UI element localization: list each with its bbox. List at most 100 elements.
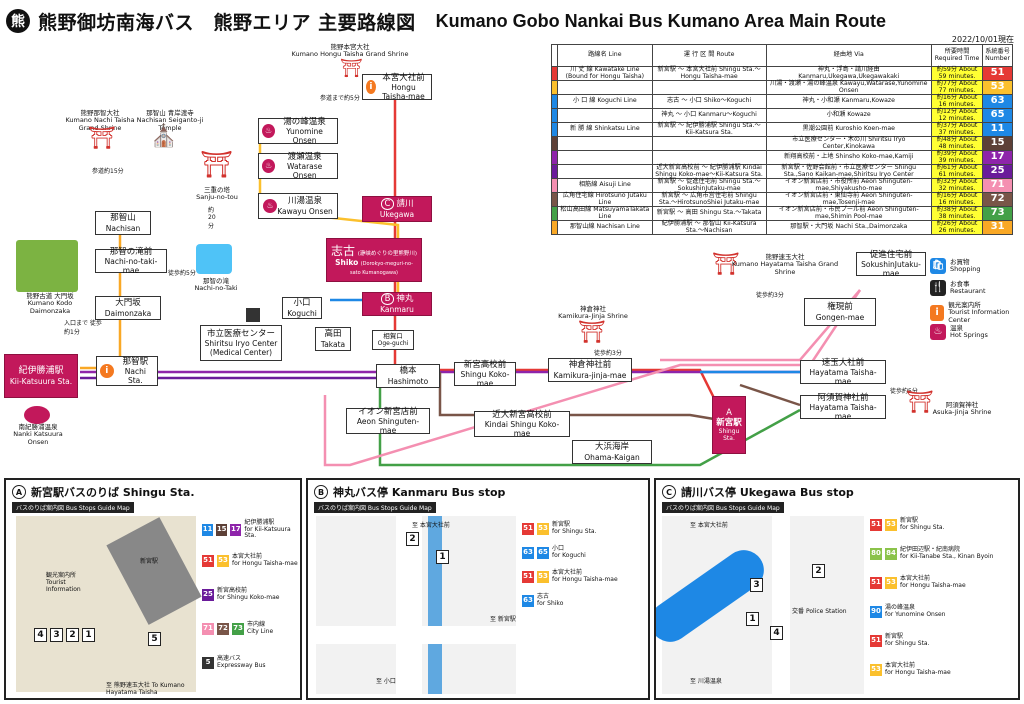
stop-shingu-sta[interactable]: A 新宮駅 Shingu Sta. (712, 396, 746, 454)
route-number-badge: 53 (537, 522, 549, 535)
hongu-walk-note: 参道まで約5分 (320, 95, 360, 102)
river (428, 516, 442, 694)
torii-icon: ⛩ (88, 126, 116, 151)
route-number-badge: 53 (870, 663, 882, 676)
route-number-badge: 53 (217, 554, 229, 567)
platform-1: 1 (82, 628, 95, 642)
info-icon: i (366, 80, 376, 94)
route-number-badge: 51 (870, 634, 882, 647)
platform-2: 2 (406, 532, 419, 546)
table-row: 川 丈 線 Kawatake Line (Bound for Hongu Tai… (551, 66, 1013, 81)
platform-2: 2 (66, 628, 79, 642)
pagoda-icon: ⛩ (200, 150, 234, 180)
panel-b-bottom-label: 至 小口 (376, 678, 396, 685)
stop-shiko[interactable]: 志古 (瀞峡めぐりの里熊野川) Shiko (Dorokyo-meguri-no… (326, 238, 422, 282)
police-label: 交番 Police Station (792, 608, 847, 615)
panel-c-top-label: 至 本宮大社前 (690, 522, 728, 529)
kamikura-walk-note: 徒歩約3分 (594, 350, 622, 357)
walk20-note: 約20分 (208, 207, 216, 230)
panel-b-top-label: 至 本宮大社前 (412, 522, 450, 529)
route-number-badge: 80 (870, 547, 882, 560)
temple-icon: ⛪ (150, 124, 178, 149)
route-number: 15 (982, 136, 1013, 151)
panel-c-bottom-label: 至 川湯温泉 (690, 678, 722, 685)
hot-spring-icon (24, 406, 50, 424)
table-row: 川湯・渡瀬・湯の峰温泉 Kawayu,Watarase,Yunomine Ons… (551, 80, 1013, 95)
panel-b-map: 2 1 至 本宮大社前 至 新宮駅 至 小口 (316, 516, 516, 694)
route-number: 17 (982, 150, 1013, 165)
route-number-badge: 15 (216, 523, 228, 536)
table-row: 近大新宮高校前 〜 紀伊勝浦駅 Kindai Shingu Koko-mae〜K… (551, 164, 1013, 179)
route-number: 71 (982, 178, 1013, 193)
daimonzaka-photo (16, 240, 78, 292)
hot-spring-icon: ♨ (263, 199, 278, 213)
asuka-walk-note: 徒歩約5分 (890, 388, 918, 395)
panel-a-subtitle: バスのりば案内図 Bus Stops Guide Map (12, 502, 134, 513)
title-bar: 熊 熊野御坊南海バス 熊野エリア 主要路線図 Kumano Gobo Nanka… (6, 6, 886, 36)
route-number: 51 (982, 66, 1013, 81)
col-time: 所要時間 Required Time (930, 44, 984, 67)
route-number-badge: 84 (885, 547, 897, 560)
route-number-badge: 17 (230, 523, 242, 536)
route-number-badge: 53 (885, 576, 897, 589)
line-color (551, 220, 558, 235)
time: 約61分 About 61 minutes. (930, 164, 984, 179)
route-number: 65 (982, 108, 1013, 123)
platform-1: 1 (436, 550, 449, 564)
